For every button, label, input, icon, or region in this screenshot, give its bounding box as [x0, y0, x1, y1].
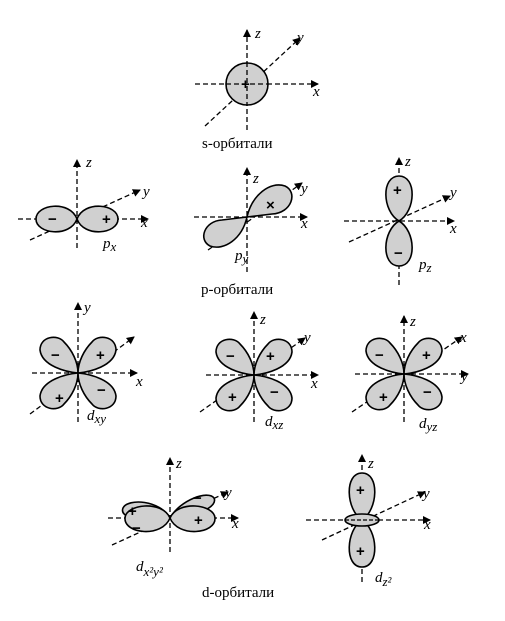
plus-sign: + — [356, 543, 365, 560]
x-label: x — [310, 376, 318, 392]
minus-sign: − — [132, 520, 141, 537]
minus-sign: − — [394, 245, 403, 262]
z-label: z — [404, 154, 411, 170]
minus-sign: − — [51, 347, 60, 364]
minus-sign: − — [193, 490, 202, 507]
y-label: y — [141, 184, 150, 200]
x-label: x — [459, 330, 467, 346]
z-label: z — [175, 456, 182, 472]
x-label: x — [449, 221, 457, 237]
dyz-orbital: − + + − z x y dyz — [351, 314, 469, 434]
minus-sign: − — [97, 382, 106, 399]
x-label: x — [300, 216, 308, 232]
plus-sign: + — [266, 348, 275, 365]
pz-label: pz — [418, 257, 432, 275]
dxy-label: dxy — [87, 408, 106, 426]
z-label: z — [259, 312, 266, 328]
px-label: px — [102, 236, 117, 254]
d-caption: d-орбитали — [202, 585, 274, 601]
minus-sign: − — [423, 384, 432, 401]
py-label: py — [234, 248, 249, 266]
px-orbital: − + z y x px — [18, 155, 150, 254]
dyz-label: dyz — [419, 416, 437, 434]
plus-sign: + — [356, 482, 365, 499]
y-label: y — [82, 300, 91, 316]
minus-sign: − — [48, 211, 57, 228]
x-label: x — [231, 516, 239, 532]
z-label: z — [85, 155, 92, 171]
x-label: x — [312, 84, 320, 100]
y-label: y — [223, 485, 232, 501]
y-label: y — [295, 30, 304, 46]
z-label: z — [252, 171, 259, 187]
plus-sign: + — [128, 503, 137, 520]
plus-sign: + — [96, 347, 105, 364]
y-label: y — [421, 486, 430, 502]
cross-sign: × — [266, 197, 275, 214]
dz2-label: dz² — [375, 570, 393, 589]
dx2y2-orbital: + − − + z y x dx²y² — [108, 456, 239, 579]
s-caption: s-орбитали — [202, 136, 273, 152]
plus-sign: + — [241, 76, 250, 93]
plus-sign: + — [194, 512, 203, 529]
z-label: z — [367, 456, 374, 472]
dxy-orbital: − + + − y x dxy — [29, 300, 143, 426]
dx2y2-label: dx²y² — [136, 559, 164, 579]
z-label: z — [254, 26, 261, 42]
plus-sign: + — [393, 182, 402, 199]
plus-sign: + — [422, 347, 431, 364]
pz-orbital: + − z y x pz — [344, 154, 457, 285]
s-orbital: + z x y — [195, 26, 320, 130]
py-orbital: × z y x py — [194, 167, 308, 272]
x-label: x — [140, 215, 148, 231]
minus-sign: − — [270, 384, 279, 401]
torus-ring — [344, 513, 380, 527]
z-label: z — [409, 314, 416, 330]
dxz-label: dxz — [265, 414, 283, 432]
x-label: x — [135, 374, 143, 390]
y-label: y — [302, 330, 311, 346]
y-label: y — [448, 185, 457, 201]
minus-sign: − — [226, 348, 235, 365]
dz2-orbital: + + z y x dz² — [306, 454, 431, 589]
plus-sign: + — [228, 389, 237, 406]
y-label: y — [299, 181, 308, 197]
plus-sign: + — [102, 211, 111, 228]
plus-sign: + — [55, 390, 64, 407]
plus-sign: + — [379, 389, 388, 406]
x-label: x — [423, 517, 431, 533]
y-label: y — [459, 369, 468, 385]
p-caption: p-орбитали — [201, 282, 273, 298]
dxz-orbital: − + + − z y x dxz — [199, 311, 319, 432]
minus-sign: − — [375, 347, 384, 364]
